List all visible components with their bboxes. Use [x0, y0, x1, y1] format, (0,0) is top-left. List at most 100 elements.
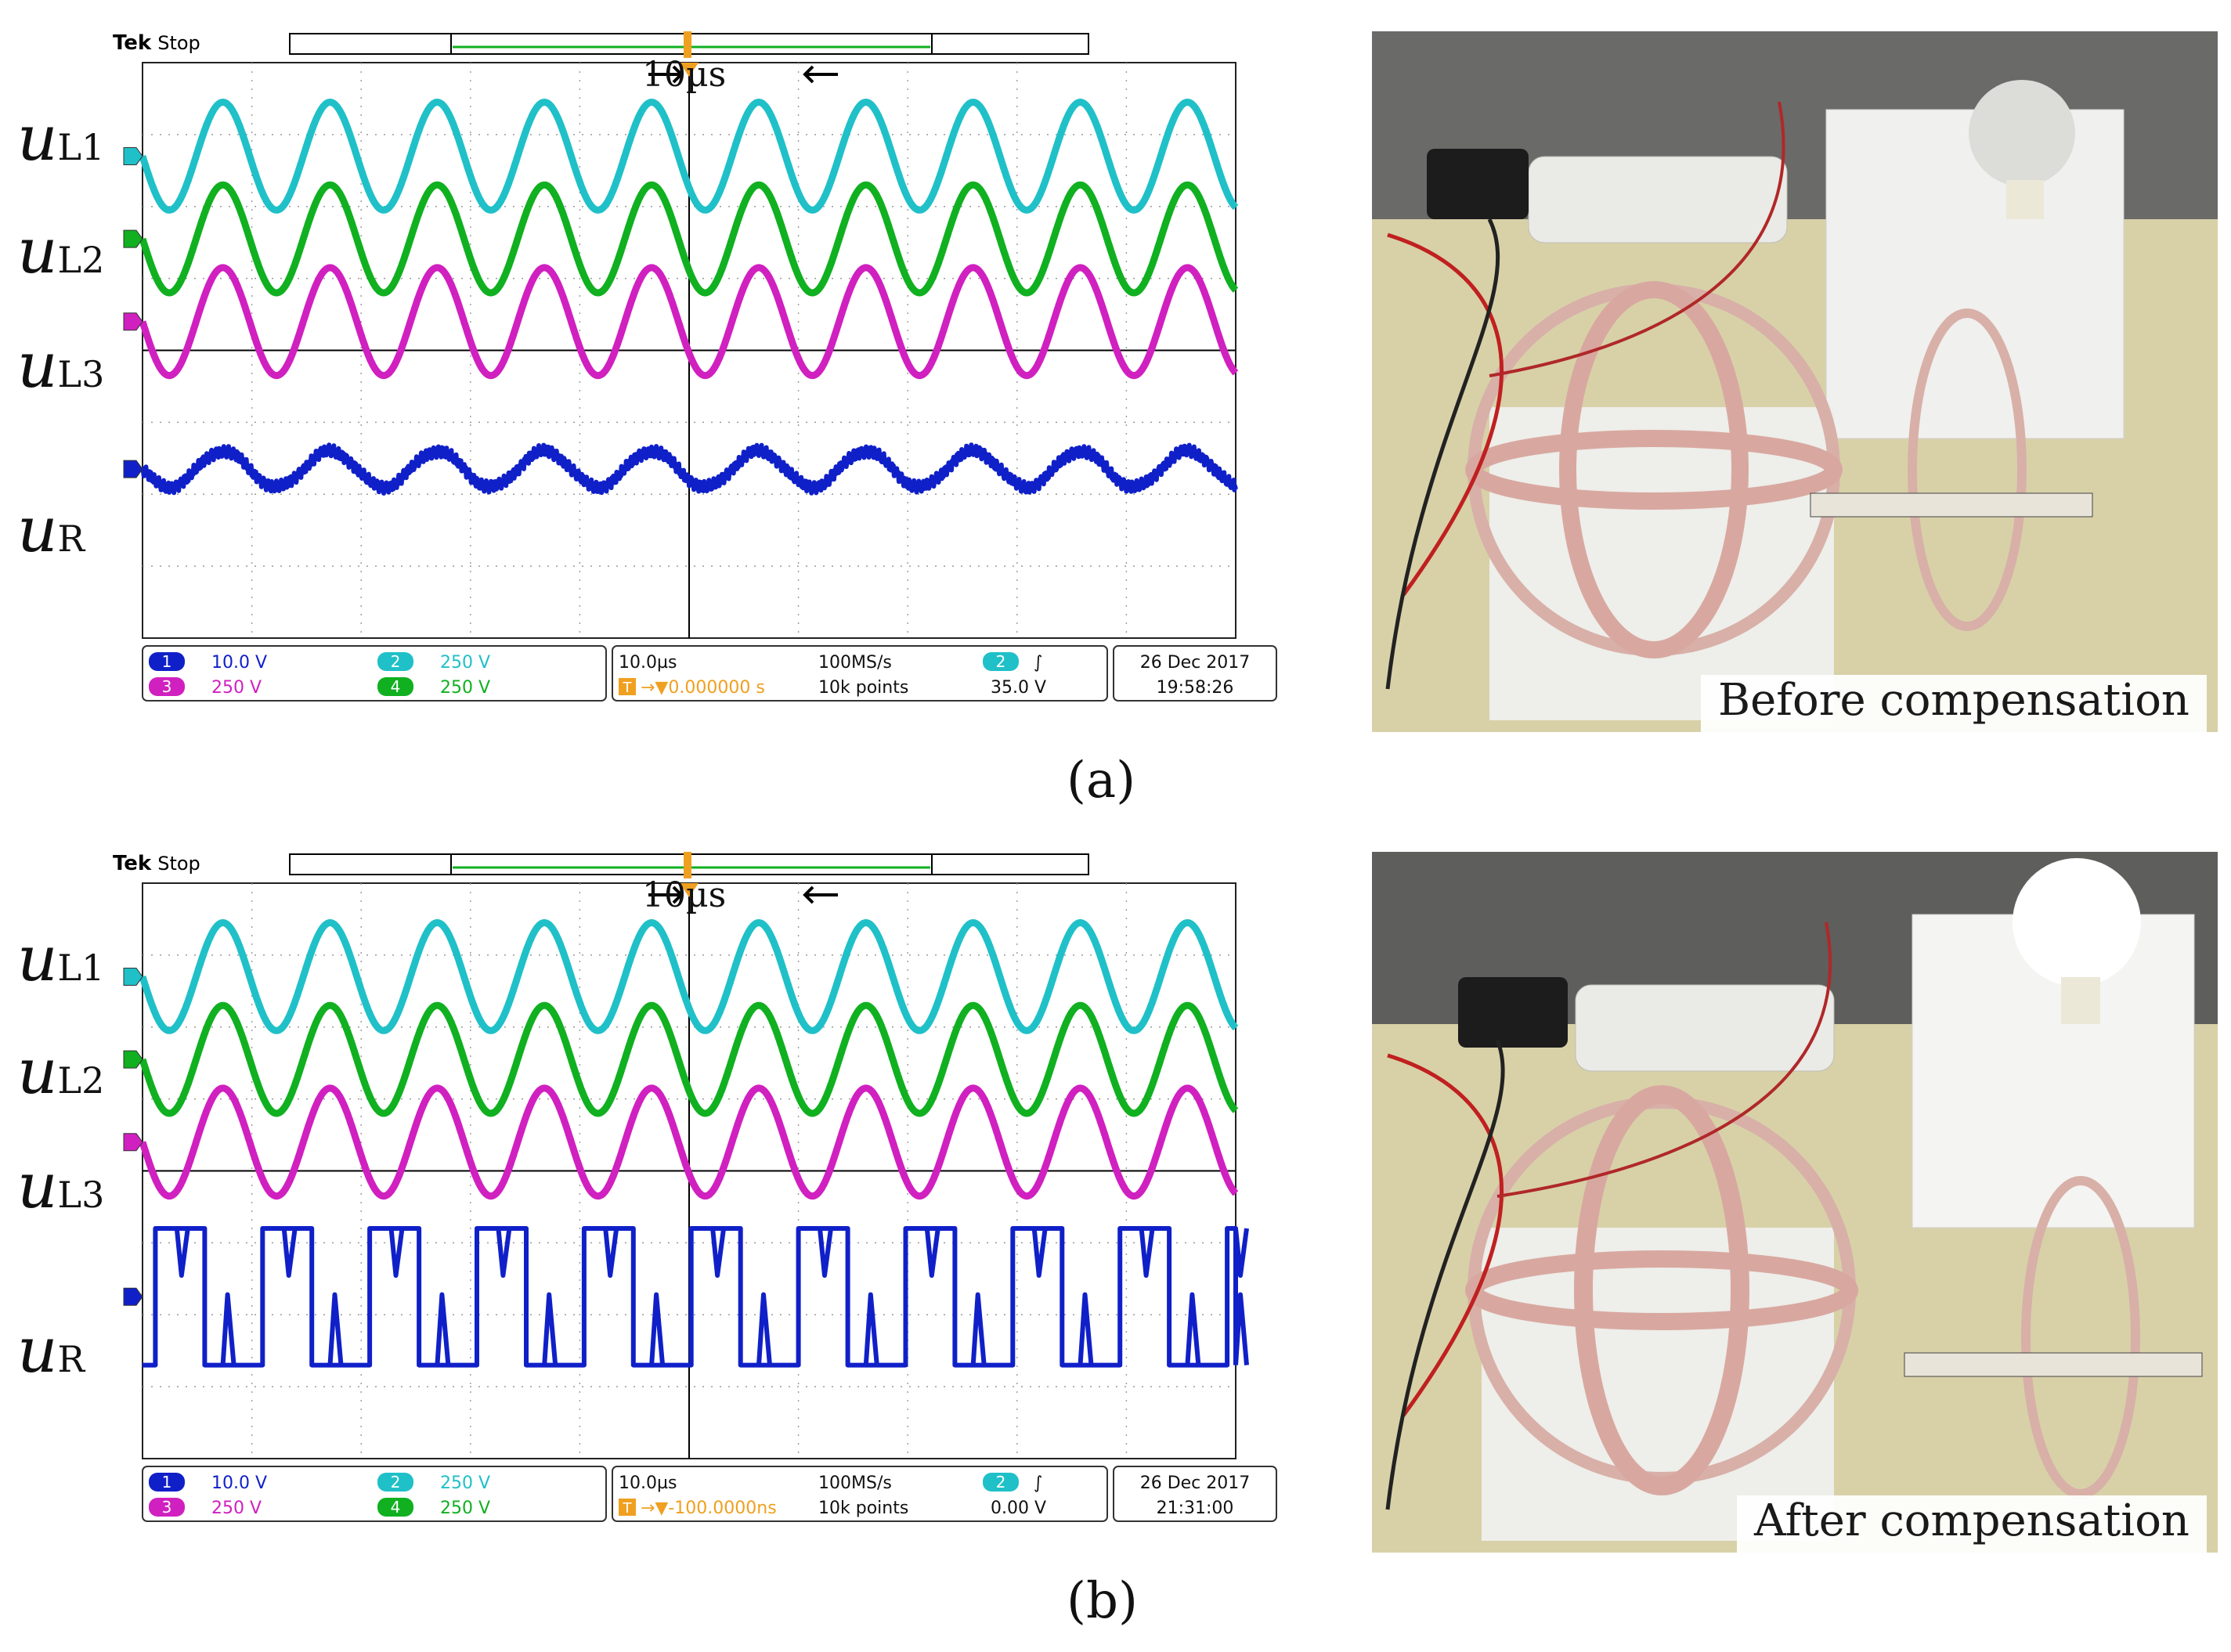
channel-badge-3 [149, 677, 185, 696]
arrow-left [803, 886, 838, 904]
sample-rate: 100MS/s [818, 653, 892, 673]
channel-marker-1 [123, 1287, 143, 1306]
trigger-channel-badge [983, 652, 1019, 671]
channel-scale-3: 250 V [211, 1499, 262, 1518]
channel-badge-3 [149, 1498, 185, 1517]
channel-marker-2 [123, 967, 143, 986]
channel-marker-1 [123, 460, 143, 478]
trigger-t-badge [619, 1499, 636, 1516]
setup-photo-illustration [1372, 31, 2218, 732]
channel-num-2: 2 [391, 1473, 401, 1491]
setup-photo-illustration [1372, 852, 2218, 1553]
channel-badge-4 [377, 677, 413, 696]
panel-label: (b) [1067, 1572, 1138, 1630]
trigger-level: 35.0 V [991, 678, 1046, 698]
trigger-slope: ∫ [1034, 653, 1042, 673]
scope-time: 19:58:26 [1157, 678, 1234, 698]
channel-num-1: 1 [162, 652, 172, 671]
scope-date: 26 Dec 2017 [1140, 1473, 1251, 1493]
photo-caption: After compensation [1737, 1495, 2207, 1553]
channel-marker-3 [123, 312, 143, 331]
scope-date: 26 Dec 2017 [1140, 653, 1251, 673]
trigger-offset: →▼-100.0000ns [641, 1499, 777, 1518]
trigger-t-badge [619, 678, 636, 695]
label-uR: uR [17, 1314, 85, 1387]
channel-num-3: 3 [162, 677, 172, 696]
trigger-channel: 2 [996, 1473, 1006, 1491]
arrow-left [803, 65, 838, 84]
trigger-offset: →▼0.000000 s [641, 678, 765, 698]
photo-caption: Before compensation [1701, 675, 2207, 732]
waveform-uL1 [139, 919, 1239, 1034]
channel-badge-1 [149, 652, 185, 671]
label-uL2: uL2 [17, 215, 105, 287]
trigger-channel-badge [983, 1473, 1019, 1491]
waveform-uL3 [139, 1084, 1239, 1200]
channel-scale-4: 250 V [440, 678, 490, 698]
waveform-uR [143, 1226, 1249, 1368]
channel-num-4: 4 [391, 677, 401, 696]
channel-marker-4 [123, 1050, 143, 1069]
channel-badge-4 [377, 1498, 413, 1517]
arrow-right [648, 65, 684, 84]
scope-state: Stop [157, 32, 200, 54]
waveform-uL3 [139, 264, 1239, 380]
date-box [1113, 1466, 1277, 1522]
label-uL1: uL1 [17, 102, 105, 175]
channel-scale-3: 250 V [211, 678, 262, 698]
trigger-level: 0.00 V [991, 1499, 1046, 1518]
channel-marker-2 [123, 146, 143, 165]
timebase: 10.0µs [619, 653, 677, 673]
trigger-t-letter: T [623, 680, 633, 696]
channel-scale-1: 10.0 V [211, 653, 267, 673]
channel-badge-2 [377, 652, 413, 671]
date-box [1113, 645, 1277, 702]
channel-scale-2: 250 V [440, 1473, 490, 1493]
channel-badge-1 [149, 1473, 185, 1491]
channel-badge-2 [377, 1473, 413, 1491]
time-div-annotation: 10µs [642, 875, 727, 915]
waveform-uR [140, 442, 1238, 496]
waveform-uL1 [139, 99, 1239, 214]
record-length: 10k points [818, 678, 908, 698]
waveform-uL2 [139, 1001, 1239, 1117]
label-uL2: uL2 [17, 1035, 105, 1108]
channel-scale-4: 250 V [440, 1499, 490, 1518]
panel-label: (a) [1067, 752, 1136, 810]
photo-before: Before compensation [1372, 31, 2218, 732]
trigger-t-marker [680, 63, 699, 77]
channel-marker-4 [123, 229, 143, 248]
trigger-pos-marker [684, 31, 691, 58]
channel-scale-2: 250 V [440, 653, 490, 673]
label-uL3: uL3 [17, 329, 105, 402]
arrow-right [648, 886, 684, 904]
trigger-t-marker [680, 883, 699, 897]
channel-scale-box [142, 645, 607, 702]
trigger-slope: ∫ [1034, 1473, 1042, 1493]
trigger-t-letter: T [623, 1500, 633, 1517]
channel-num-4: 4 [391, 1498, 401, 1517]
channel-scale-1: 10.0 V [211, 1473, 267, 1493]
channel-num-3: 3 [162, 1498, 172, 1517]
record-length: 10k points [818, 1499, 908, 1518]
label-uL1: uL1 [17, 922, 105, 995]
scope-time: 21:31:00 [1157, 1499, 1234, 1518]
timebase: 10.0µs [619, 1473, 677, 1493]
label-uL3: uL3 [17, 1149, 105, 1222]
trigger-channel: 2 [996, 652, 1006, 671]
time-div-annotation: 10µs [642, 55, 727, 95]
channel-marker-3 [123, 1133, 143, 1152]
scope-state: Stop [157, 853, 200, 875]
channel-num-1: 1 [162, 1473, 172, 1491]
channel-scale-box [142, 1466, 607, 1522]
photo-after: After compensation [1372, 852, 2218, 1553]
waveform-uL2 [139, 181, 1239, 297]
